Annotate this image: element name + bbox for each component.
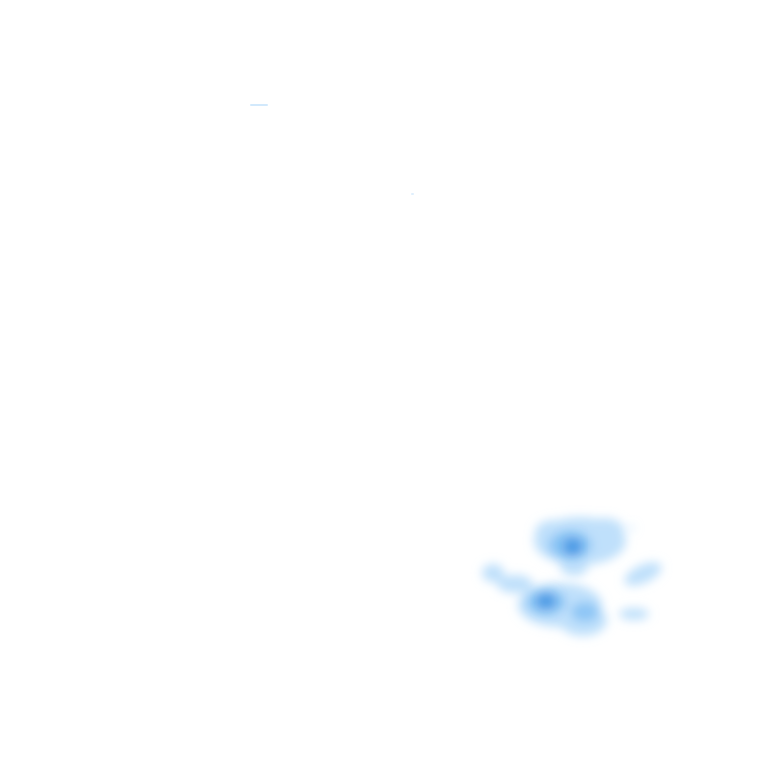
heat-hotspot [541, 596, 551, 606]
heatmap-cluster-upper [534, 517, 626, 576]
heat-blob [584, 518, 624, 542]
heatmap-cluster-right [619, 526, 662, 620]
heat-blob [482, 564, 504, 582]
heat-hotspot [567, 541, 577, 551]
stray-mark-1 [250, 104, 268, 106]
heatmap-cluster-lower [482, 564, 607, 636]
heat-blob [560, 556, 588, 576]
stray-mark-2 [411, 193, 414, 195]
heatmap-hotspots [541, 541, 577, 606]
heat-blob [497, 575, 533, 593]
heat-blob [619, 608, 649, 620]
heat-blob [624, 562, 662, 586]
heat-blob [628, 526, 634, 530]
heat-blob [571, 602, 599, 622]
